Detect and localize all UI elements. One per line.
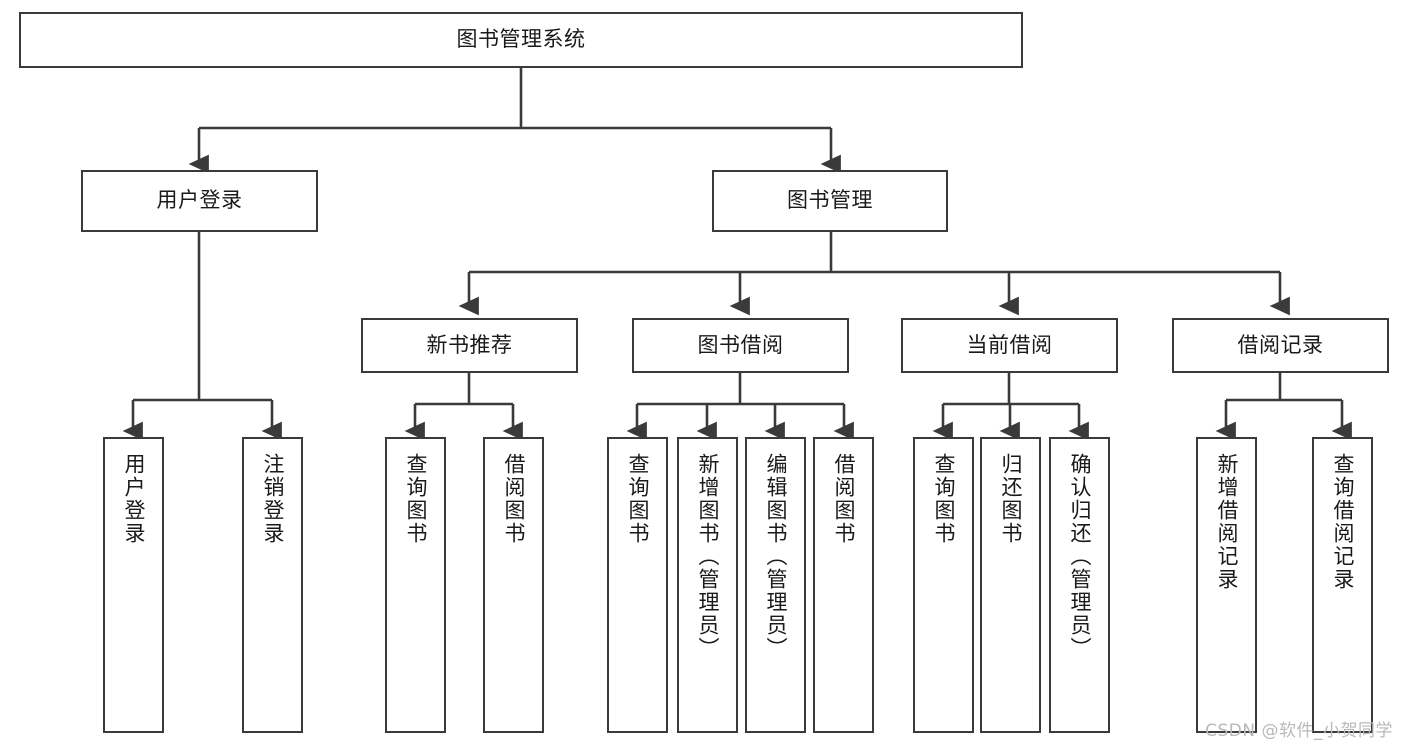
node-label: 用户登录 bbox=[156, 188, 243, 213]
node-current-borrow[interactable]: 当前借阅 bbox=[901, 318, 1118, 373]
leaf-borrow-borrow-book[interactable]: 借阅图书 bbox=[813, 437, 874, 733]
node-label: 新书推荐 bbox=[426, 332, 513, 357]
node-user-login[interactable]: 用户登录 bbox=[81, 170, 318, 232]
leaf-current-query-book[interactable]: 查询图书 bbox=[913, 437, 974, 733]
node-label: 查询图书 bbox=[404, 453, 428, 545]
node-label: 借阅图书 bbox=[832, 453, 856, 545]
node-label: 归还图书 bbox=[999, 453, 1023, 545]
leaf-record-add-record[interactable]: 新增借阅记录 bbox=[1196, 437, 1257, 733]
csdn-watermark: CSDN @软件_小贺同学 bbox=[1205, 721, 1393, 741]
leaf-borrow-edit-book-admin[interactable]: 编辑图书（管理员） bbox=[745, 437, 806, 733]
node-label: 编辑图书（管理员） bbox=[764, 453, 788, 660]
node-book-management[interactable]: 图书管理 bbox=[712, 170, 948, 232]
leaf-recommend-borrow-book[interactable]: 借阅图书 bbox=[483, 437, 544, 733]
node-borrow-record[interactable]: 借阅记录 bbox=[1172, 318, 1389, 373]
leaf-borrow-query-book[interactable]: 查询图书 bbox=[607, 437, 668, 733]
node-label: 图书借阅 bbox=[697, 332, 784, 357]
node-label: 用户登录 bbox=[122, 453, 146, 545]
node-label: 新增图书（管理员） bbox=[696, 453, 720, 660]
node-label: 查询图书 bbox=[626, 453, 650, 545]
leaf-borrow-add-book-admin[interactable]: 新增图书（管理员） bbox=[677, 437, 738, 733]
node-label: 注销登录 bbox=[261, 453, 285, 545]
node-label: 借阅图书 bbox=[502, 453, 526, 545]
leaf-user-login-login[interactable]: 用户登录 bbox=[103, 437, 164, 733]
node-label: 确认归还（管理员） bbox=[1068, 453, 1092, 660]
node-label: 当前借阅 bbox=[966, 332, 1053, 357]
node-book-borrow[interactable]: 图书借阅 bbox=[632, 318, 849, 373]
leaf-current-confirm-return-admin[interactable]: 确认归还（管理员） bbox=[1049, 437, 1110, 733]
leaf-user-login-logout[interactable]: 注销登录 bbox=[242, 437, 303, 733]
leaf-record-query-record[interactable]: 查询借阅记录 bbox=[1312, 437, 1373, 733]
leaf-current-return-book[interactable]: 归还图书 bbox=[980, 437, 1041, 733]
node-label: 新增借阅记录 bbox=[1215, 453, 1239, 591]
node-new-book-recommend[interactable]: 新书推荐 bbox=[361, 318, 578, 373]
node-root-system[interactable]: 图书管理系统 bbox=[19, 12, 1023, 68]
node-label: 图书管理 bbox=[787, 188, 873, 213]
leaf-recommend-query-book[interactable]: 查询图书 bbox=[385, 437, 446, 733]
node-label: 图书管理系统 bbox=[456, 27, 586, 52]
node-label: 借阅记录 bbox=[1237, 332, 1324, 357]
node-label: 查询借阅记录 bbox=[1331, 453, 1355, 591]
node-label: 查询图书 bbox=[932, 453, 956, 545]
